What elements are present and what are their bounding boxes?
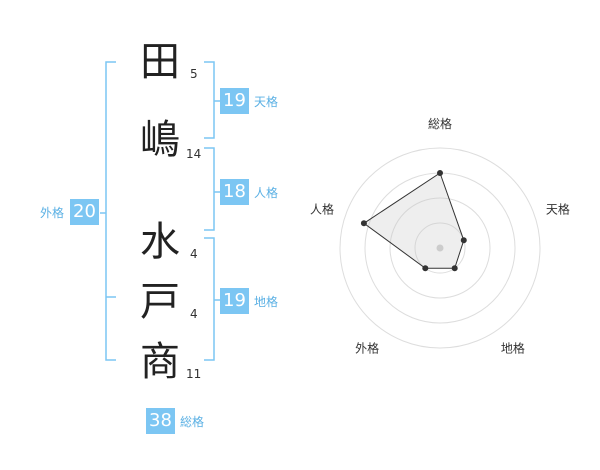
jinkaku-value: 18	[220, 179, 249, 205]
soukaku-value: 38	[146, 408, 175, 434]
stroke-count-4: 4	[190, 307, 198, 321]
name-char-1: 田	[140, 39, 180, 85]
name-char-2: 嶋	[140, 117, 180, 163]
jinkaku-label: 人格	[254, 186, 279, 200]
radar-data-point	[460, 237, 467, 244]
chikaku-bracket	[204, 237, 220, 361]
radar-axis-label: 総格	[428, 116, 452, 131]
radar-ring	[389, 197, 491, 299]
gaikaku-label: 外格	[40, 206, 65, 220]
stroke-count-1: 5	[190, 67, 198, 81]
radar-data-point	[437, 170, 443, 176]
chikaku-label: 地格	[254, 295, 279, 309]
chikaku-value: 19	[220, 288, 249, 314]
name-char-5: 商	[140, 339, 180, 385]
gaikaku-value: 20	[70, 199, 99, 225]
radar-data-point	[451, 265, 458, 272]
radar-axis-label: 天格	[546, 202, 570, 217]
radar-axis-label: 人格	[310, 202, 334, 217]
stroke-count-2: 14	[186, 147, 202, 161]
stroke-count-5: 11	[186, 367, 202, 381]
radar-ring	[339, 147, 541, 349]
radar-data-point	[422, 265, 429, 272]
tenkaku-value: 19	[220, 88, 249, 114]
radar-series-polygon	[363, 172, 465, 269]
tenkaku-bracket	[204, 61, 220, 139]
jinkaku-bracket	[204, 147, 220, 231]
radar-center-dot	[436, 244, 444, 252]
stroke-count-3: 4	[190, 247, 198, 261]
soukaku-label: 総格	[180, 415, 205, 429]
gaikaku-bracket	[100, 61, 116, 361]
radar-axis-label: 地格	[501, 340, 525, 355]
name-char-4: 戸	[140, 279, 180, 325]
radar-axis-label: 外格	[355, 340, 379, 355]
radar-data-point	[360, 220, 367, 227]
tenkaku-label: 天格	[254, 95, 279, 109]
name-char-3: 水	[140, 219, 180, 265]
radar-ring	[414, 222, 466, 274]
